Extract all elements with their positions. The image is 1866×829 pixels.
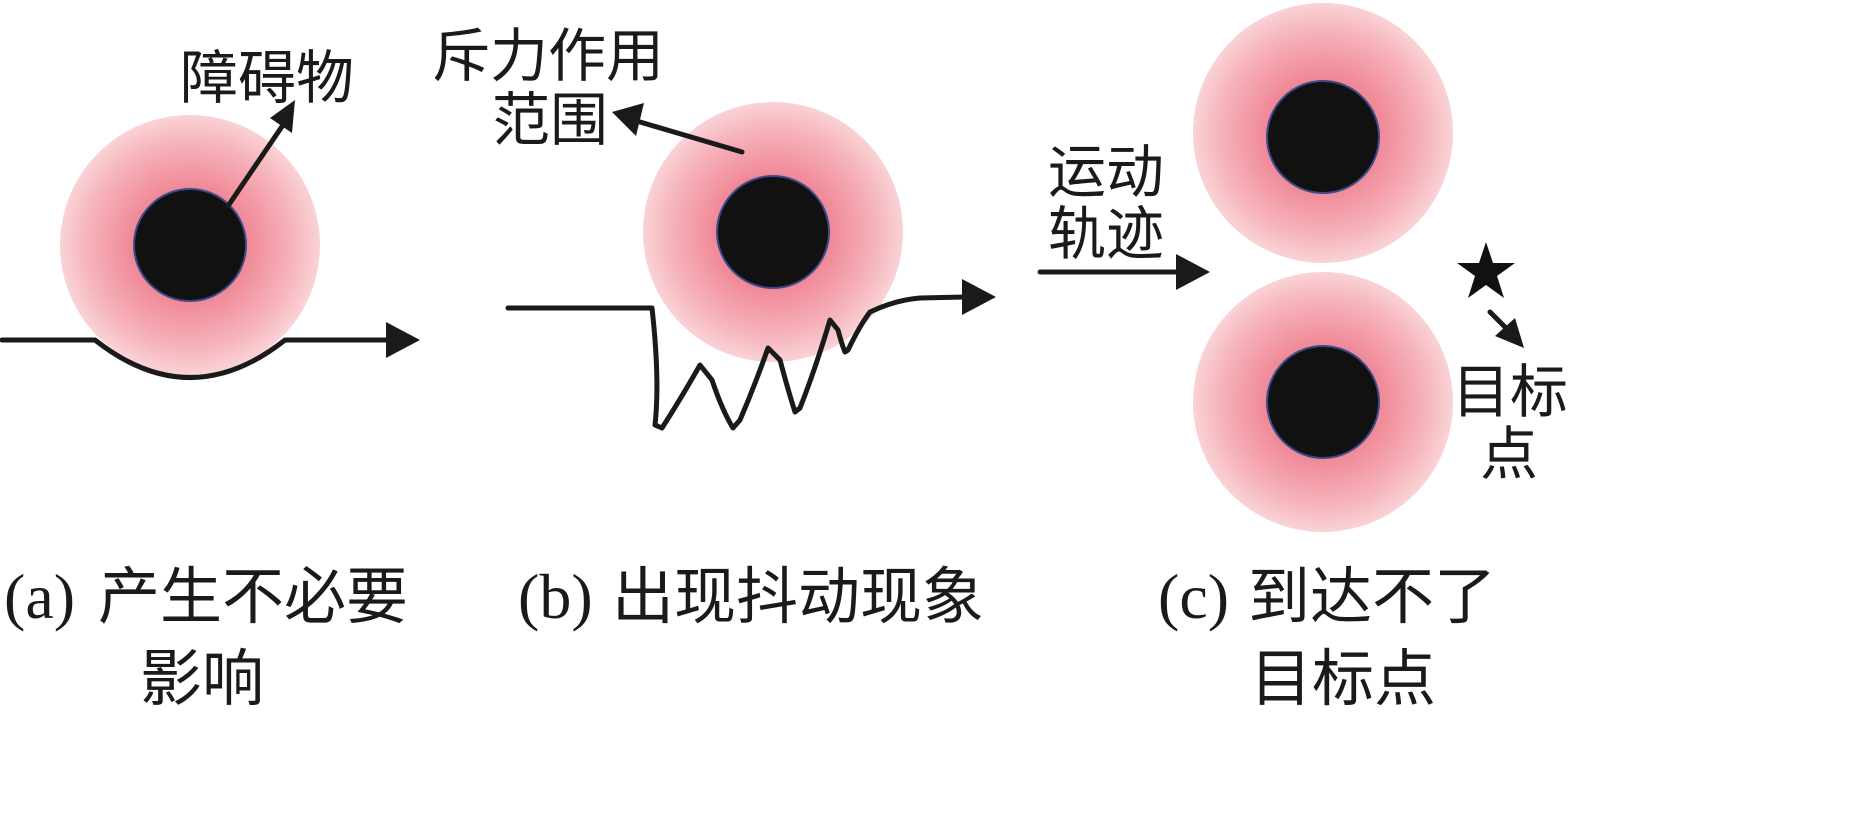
caption-a-line2: 影响 [140,642,264,715]
obstacle-pointer-arrowhead [270,100,295,133]
range-pointer-line [637,119,745,155]
caption-c-letter: (c) [1158,561,1229,632]
trajectory-line [0,337,393,380]
trajectory-arrowhead [386,322,420,358]
panel-b: 斥力作用 范围 (b) 出现抖动现象 [432,22,996,633]
panel-c: 运动 轨迹 目标 点 (c) 到达不了 目标点 [1037,3,1568,715]
target-pointer-arrowhead [1495,318,1524,348]
obstacle-pointer-line [225,122,286,209]
target-star-icon [1457,242,1515,298]
trajectory-arrowhead [1176,254,1210,290]
caption-b-letter: (b) [518,561,593,632]
caption-c-line1: 到达不了 [1248,560,1496,633]
obstacle [716,175,830,289]
jitter-trajectory-arrowhead [962,279,996,315]
obstacle-top [1266,80,1380,194]
caption-b-line1: 出现抖动现象 [612,560,984,633]
caption-a-line1: 产生不必要 [98,560,408,633]
range-pointer-arrowhead [612,103,644,136]
obstacle-bottom [1266,345,1380,459]
panel-a: 障碍物 (a) 产生不必要 影响 [0,44,420,715]
target-label-line1: 目标 [1452,358,1568,426]
range-label-line1: 斥力作用 [432,22,664,90]
obstacle [133,188,247,302]
range-label-line2: 范围 [492,86,608,154]
caption-a-letter: (a) [4,561,75,632]
caption-c-line2: 目标点 [1250,642,1436,715]
jitter-trajectory-line [505,294,968,431]
trajectory-label-line2: 轨迹 [1048,200,1164,268]
obstacle-label: 障碍物 [180,44,354,112]
target-label-line2: 点 [1480,420,1538,488]
trajectory-label-line1: 运动 [1048,138,1164,206]
